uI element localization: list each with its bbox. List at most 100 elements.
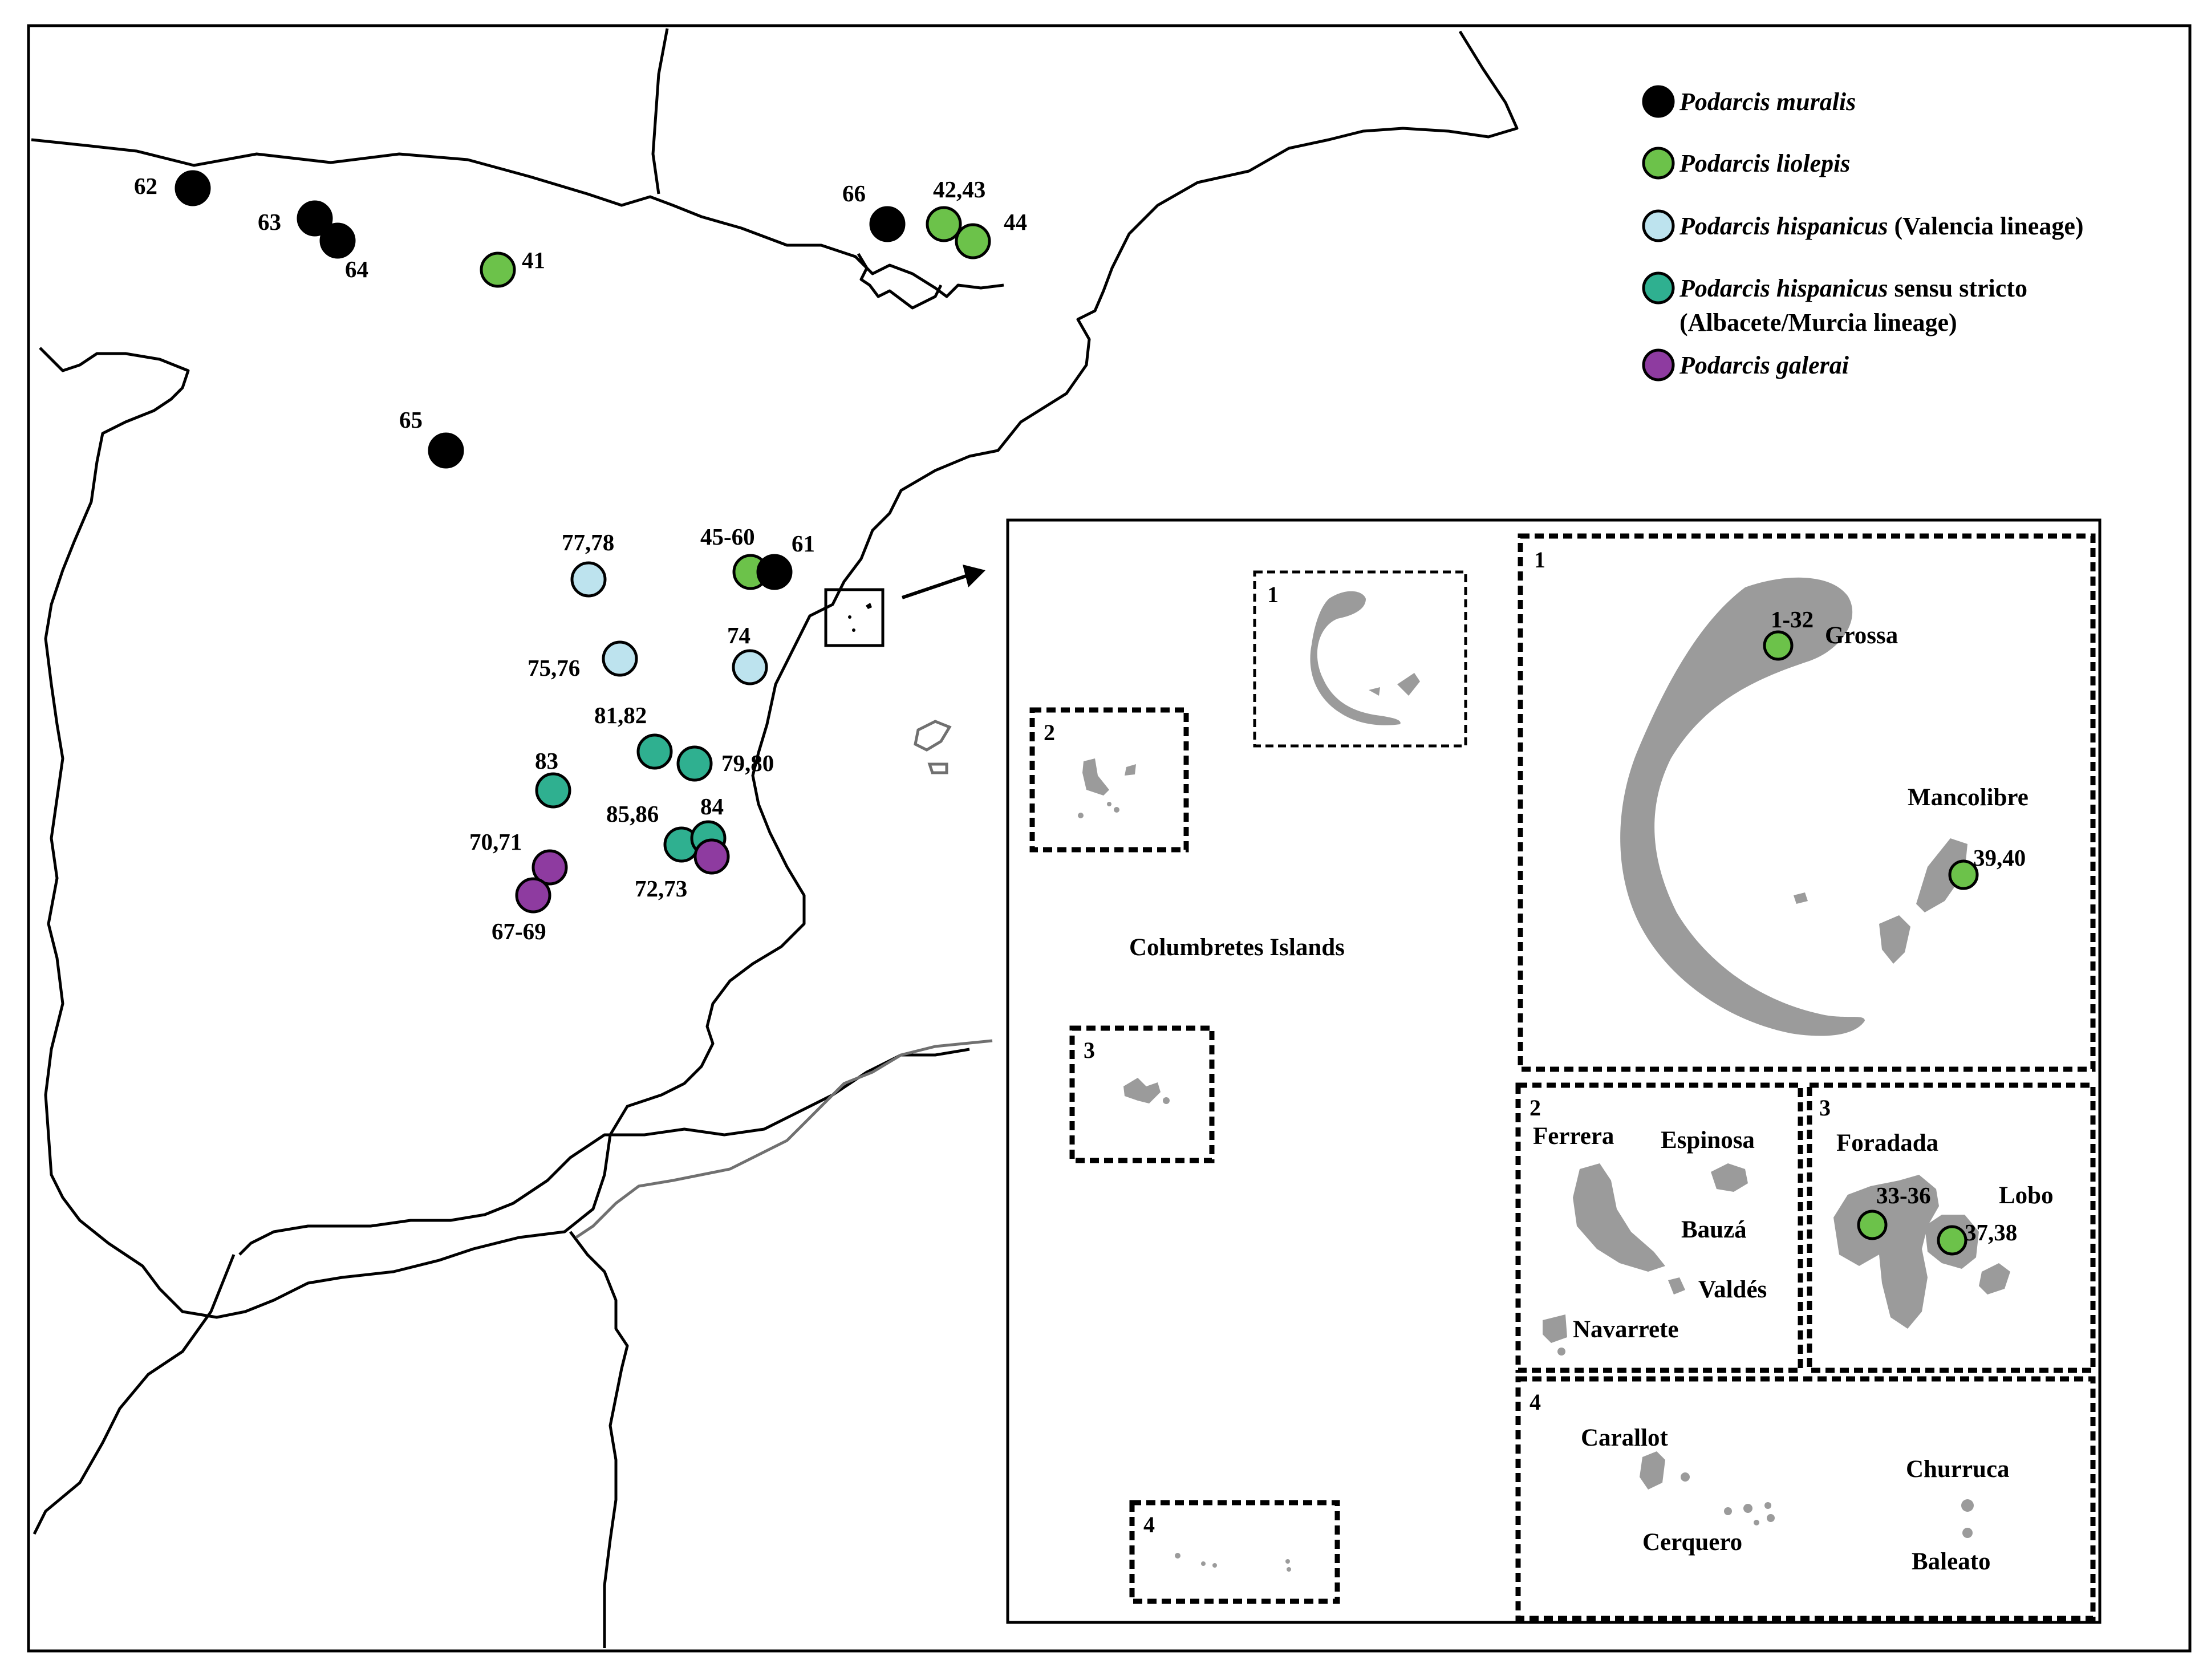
- inset-site-marker: 1-32: [1763, 606, 1814, 661]
- site-dot: [1937, 1225, 1967, 1256]
- legend-label: Podarcis galerai: [1679, 351, 1849, 379]
- site-marker: 70,71: [469, 829, 568, 886]
- carallot-island: [1640, 1451, 1665, 1490]
- site-marker: 81,82: [594, 702, 673, 770]
- site-dot: [869, 206, 906, 242]
- legend-marker-icon: [1642, 271, 1675, 305]
- inset-site-marker: 33-36: [1857, 1182, 1931, 1240]
- legend-marker-icon: [1642, 209, 1675, 242]
- arrow-head-icon: [963, 565, 985, 587]
- site-marker: 44: [955, 209, 1027, 259]
- svg-text:Navarrete: Navarrete: [1573, 1316, 1678, 1343]
- overview-box-3: 3: [1069, 1025, 1215, 1163]
- site-dot: [175, 170, 211, 206]
- site-marker: 65: [399, 407, 464, 469]
- site-label: 41: [522, 247, 545, 273]
- site-label: 81,82: [594, 702, 647, 728]
- site-dot: [570, 561, 607, 598]
- site-label: 33-36: [1876, 1182, 1931, 1208]
- svg-text:Grossa: Grossa: [1825, 622, 1898, 649]
- svg-text:Valdés: Valdés: [1698, 1276, 1767, 1303]
- site-label: 42,43: [933, 176, 985, 202]
- site-label: 64: [345, 256, 368, 282]
- site-marker: 85,86: [606, 801, 700, 863]
- svg-text:Lobo: Lobo: [1999, 1182, 2054, 1209]
- svg-text:4: 4: [1143, 1512, 1155, 1537]
- site-dot: [1948, 859, 1979, 890]
- legend-marker-icon: [1642, 85, 1675, 118]
- inset-site-marker: 37,38: [1937, 1219, 2017, 1256]
- site-dot: [515, 877, 551, 914]
- legend-item: Podarcis liolepis: [1642, 147, 1850, 180]
- inset-title: Columbretes Islands: [1129, 934, 1345, 961]
- formentera-island: [927, 762, 948, 774]
- legend-label: Podarcis muralis: [1679, 88, 1856, 116]
- site-label: 67-69: [492, 918, 546, 944]
- overview-box-4: 4: [1129, 1500, 1340, 1604]
- site-dot: [926, 206, 962, 242]
- valdes-island: [1668, 1277, 1685, 1295]
- legend-item: Podarcis muralis: [1642, 85, 1856, 118]
- site-label: 79,80: [721, 750, 774, 776]
- svg-text:3: 3: [1084, 1037, 1095, 1063]
- site-dot: [1763, 630, 1794, 661]
- site-marker: 67-69: [492, 877, 551, 944]
- site-label: 44: [1004, 209, 1027, 235]
- site-label: 74: [727, 622, 750, 648]
- legend-item: Podarcis hispanicus sensu stricto(Albace…: [1642, 271, 2027, 336]
- svg-text:1: 1: [1267, 582, 1279, 607]
- site-marker: 64: [319, 222, 368, 282]
- france-border-west: [651, 28, 669, 194]
- site-label: 45-60: [700, 524, 755, 550]
- site-dot: [693, 838, 730, 875]
- site-marker: 72,73: [635, 838, 730, 902]
- site-marker: 83: [535, 748, 571, 809]
- site-dot: [319, 222, 356, 259]
- locator-box: [824, 588, 885, 647]
- inset-site-marker: 39,40: [1948, 845, 2026, 890]
- site-label: 70,71: [469, 829, 522, 855]
- svg-text:Bauzá: Bauzá: [1681, 1216, 1747, 1243]
- site-dot: [676, 745, 713, 782]
- site-marker: 63: [258, 200, 333, 237]
- svg-text:3: 3: [1819, 1095, 1831, 1121]
- pyrenees-border: [857, 253, 943, 310]
- site-label: 1-32: [1771, 606, 1814, 632]
- site-label: 77,78: [562, 529, 614, 555]
- site-marker: 77,78: [562, 529, 614, 598]
- espinosa-island: [1711, 1163, 1748, 1192]
- locator-islets: [848, 603, 872, 632]
- site-label: 62: [134, 173, 157, 199]
- mancolibre-island: [1916, 838, 1967, 912]
- site-marker: 75,76: [528, 640, 638, 681]
- site-marker: 45-60: [700, 524, 769, 590]
- site-dot: [636, 733, 673, 770]
- foradada-island: [1833, 1175, 1939, 1329]
- site-marker: 41: [480, 247, 545, 288]
- site-label: 75,76: [528, 655, 580, 681]
- site-dot: [602, 640, 638, 677]
- site-dot: [480, 251, 516, 288]
- site-dot: [955, 223, 991, 259]
- site-label: 37,38: [1965, 1219, 2017, 1245]
- svg-text:1: 1: [1534, 547, 1545, 573]
- site-label: 63: [258, 209, 281, 235]
- svg-text:Mancolibre: Mancolibre: [1908, 784, 2029, 811]
- grossa-island: [1620, 577, 1865, 1036]
- legend-label-line2: (Albacete/Murcia lineage): [1679, 309, 1957, 336]
- france-mediterranean-coast: [39, 30, 1519, 1319]
- coastlines: [31, 28, 1519, 1648]
- svg-text:4: 4: [1530, 1389, 1541, 1415]
- svg-text:Foradada: Foradada: [1836, 1130, 1938, 1156]
- site-label: 85,86: [606, 801, 659, 827]
- site-dot: [297, 200, 333, 237]
- site-dot: [732, 649, 768, 685]
- inset-site-markers: 1-32 39,40 33-36 37,38: [1763, 606, 2026, 1256]
- algeria-border: [575, 1039, 993, 1239]
- site-marker: 42,43: [926, 176, 985, 242]
- svg-text:2: 2: [1530, 1095, 1541, 1121]
- ibiza-island: [914, 720, 952, 752]
- legend-item: Podarcis hispanicus (Valencia lineage): [1642, 209, 2084, 242]
